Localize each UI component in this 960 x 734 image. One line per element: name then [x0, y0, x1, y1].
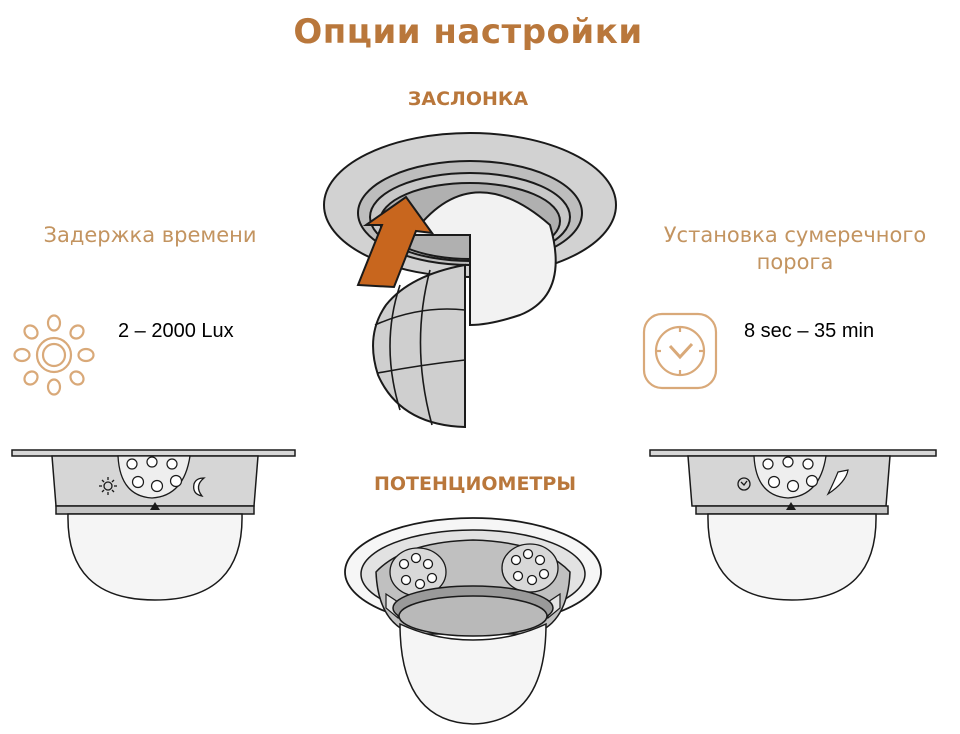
clock-icon: [642, 312, 718, 390]
shutter-label: ЗАСЛОНКА: [407, 88, 529, 110]
time-delay-label: Задержка времени: [43, 223, 257, 247]
sensor-dome: [410, 191, 557, 327]
twilight-threshold-label-line2: порога: [756, 250, 834, 274]
twilight-threshold-label: Установка сумеречного порога: [640, 222, 950, 276]
upward-arrow: [356, 195, 435, 289]
potentiometers-illustration: [344, 517, 602, 725]
sun-icon: [13, 314, 95, 396]
left-dome: [67, 513, 243, 601]
right-sensor-illustration: [649, 449, 937, 601]
shutter-illustration: [323, 132, 617, 429]
lux-range-value: 2 – 2000 Lux: [118, 320, 234, 342]
page-title: Опции настройки: [293, 12, 643, 52]
right-dome: [707, 513, 877, 601]
shutter-piece: [372, 263, 466, 429]
right-potentiometer: [501, 543, 559, 593]
potentiometers-label: ПОТЕНЦИОМЕТРЫ: [373, 473, 577, 495]
twilight-threshold-label-line1: Установка сумеречного: [663, 223, 927, 247]
left-sensor-illustration: [11, 449, 296, 601]
bottom-dome: [399, 622, 547, 725]
time-range-value: 8 sec – 35 min: [744, 320, 875, 342]
